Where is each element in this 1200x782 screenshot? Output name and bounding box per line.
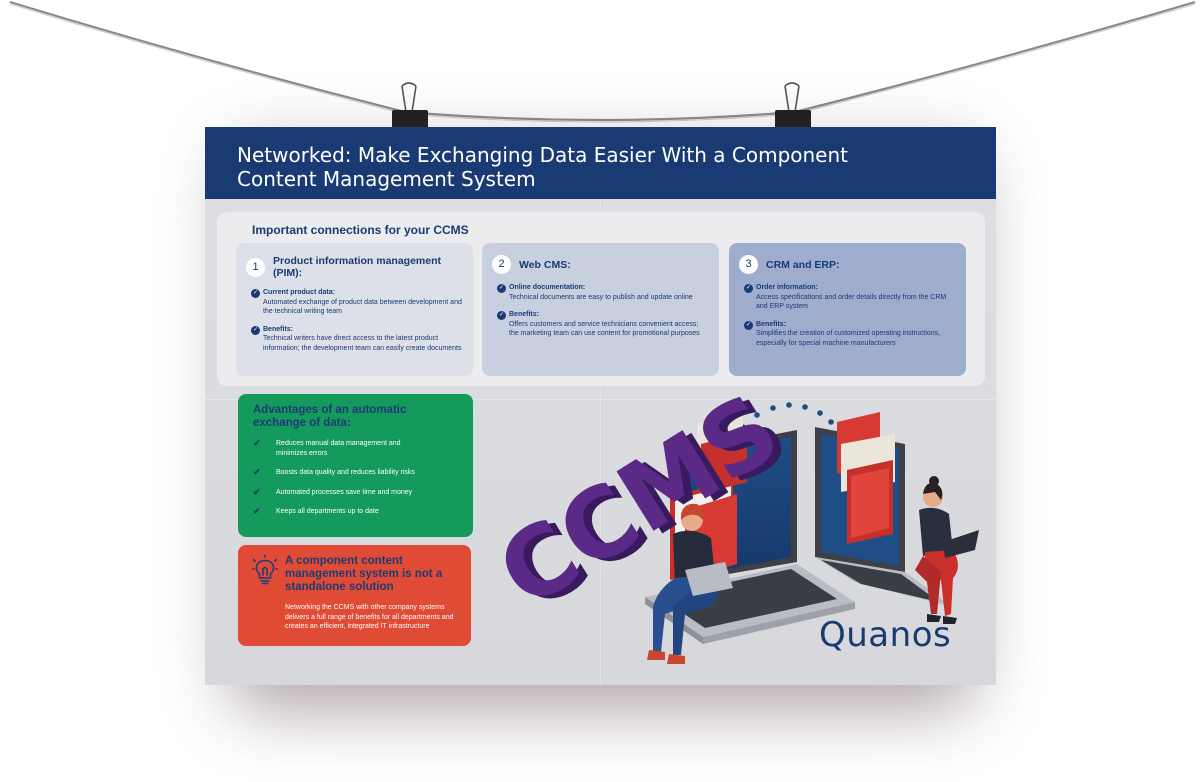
- bullet-label: Benefits:: [263, 325, 293, 333]
- bullet-label: Current product data:: [263, 289, 335, 296]
- check-icon: ✔: [253, 506, 261, 516]
- advantage-item: ✔ Automated processes save time and money: [253, 486, 473, 498]
- ccms-illustration: CCMS CCMS: [479, 373, 979, 664]
- advantage-text: Boosts data quality and reduces liabilit…: [276, 469, 415, 476]
- bullet-text: Access specifications and order details …: [756, 293, 947, 311]
- check-icon: ✔: [253, 467, 261, 477]
- standalone-body: Networking the CCMS with other company s…: [285, 604, 454, 630]
- poster-title-line-1: Networked: Make Exchanging Data Easier W…: [237, 143, 848, 167]
- check-icon: ✓: [251, 325, 260, 335]
- quanos-logo: Quanos: [819, 615, 952, 655]
- connection-card-crm-erp: 3 CRM and ERP: ✓ Order information: Acces…: [729, 243, 966, 376]
- check-icon: ✓: [744, 284, 753, 293]
- card-bullet: ✓ Online documentation: Technical documen…: [492, 283, 709, 302]
- bullet-text: Technical writers have direct access to …: [263, 335, 462, 352]
- card-title: Web CMS:: [519, 258, 571, 271]
- poster-header: Networked: Make Exchanging Data Easier W…: [205, 127, 996, 199]
- card-bullet: ✓ Benefits: Simplifies the creation of cu…: [739, 320, 956, 349]
- check-icon: ✔: [253, 438, 261, 448]
- advantage-text: Automated processes save time and money: [276, 488, 413, 496]
- check-icon: ✓: [744, 320, 753, 330]
- bullet-label: Benefits:: [756, 320, 786, 328]
- card-number: 1: [246, 257, 265, 277]
- check-icon: ✔: [253, 486, 261, 497]
- card-number: 2: [492, 255, 511, 274]
- check-icon: ✓: [497, 311, 506, 320]
- card-bullet: ✓ Order information: Access specification…: [739, 283, 956, 312]
- card-bullet: ✓ Benefits: Offers customers and service …: [492, 310, 709, 339]
- bullet-label: Online documentation:: [509, 284, 586, 291]
- folder-icon: [837, 412, 895, 544]
- card-title: Product information management (PIM):: [273, 255, 442, 279]
- advantage-text: Keeps all departments up to date: [276, 508, 379, 515]
- standalone-title: A component content management system is…: [285, 555, 443, 593]
- advantages-box: Advantages of an automatic exchange of d…: [238, 394, 473, 537]
- lightbulb-icon: [252, 555, 278, 585]
- bullet-label: Order information:: [756, 284, 818, 291]
- connection-card-pim: 1 Product information management (PIM): …: [236, 243, 473, 376]
- check-icon: ✓: [497, 284, 506, 293]
- advantages-title: Advantages of an automatic exchange of d…: [253, 404, 407, 429]
- card-number: 3: [739, 255, 758, 274]
- connections-heading: Important connections for your CCMS: [252, 223, 469, 237]
- card-bullet: ✓ Benefits: Technical writers have direct…: [246, 325, 463, 354]
- connection-card-web-cms: 2 Web CMS: ✓ Online documentation: Techni…: [482, 243, 719, 376]
- bullet-text: Automated exchange of product data betwe…: [263, 298, 462, 316]
- bullet-label: Benefits:: [509, 311, 539, 318]
- bullet-text: Offers customers and service technicians…: [509, 320, 700, 338]
- card-title: CRM and ERP:: [766, 258, 840, 271]
- standalone-box: A component content management system is…: [238, 545, 471, 646]
- fold-line: [205, 399, 996, 401]
- card-bullet: ✓ Current product data: Automated exchang…: [246, 288, 463, 317]
- advantage-text: Reduces manual data management and minim…: [276, 440, 401, 457]
- poster-title-line-2: Content Management System: [237, 167, 536, 191]
- person-woman-illustration: [915, 476, 979, 624]
- fold-line: [600, 127, 602, 685]
- poster: Networked: Make Exchanging Data Easier W…: [205, 127, 996, 685]
- bullet-text: Simplifies the creation of customized op…: [756, 330, 941, 347]
- advantage-item: ✔ Boosts data quality and reduces liabili…: [253, 468, 473, 478]
- check-icon: ✓: [251, 289, 260, 298]
- hanging-wire: [9, 0, 1196, 134]
- bullet-text: Technical documents are easy to publish …: [509, 293, 693, 301]
- connections-panel: Important connections for your CCMS 1 Pr…: [217, 212, 985, 386]
- advantage-item: ✔ Reduces manual data management and mini…: [253, 439, 473, 458]
- advantage-item: ✔ Keeps all departments up to date: [253, 507, 473, 517]
- person-man-illustration: [647, 503, 733, 664]
